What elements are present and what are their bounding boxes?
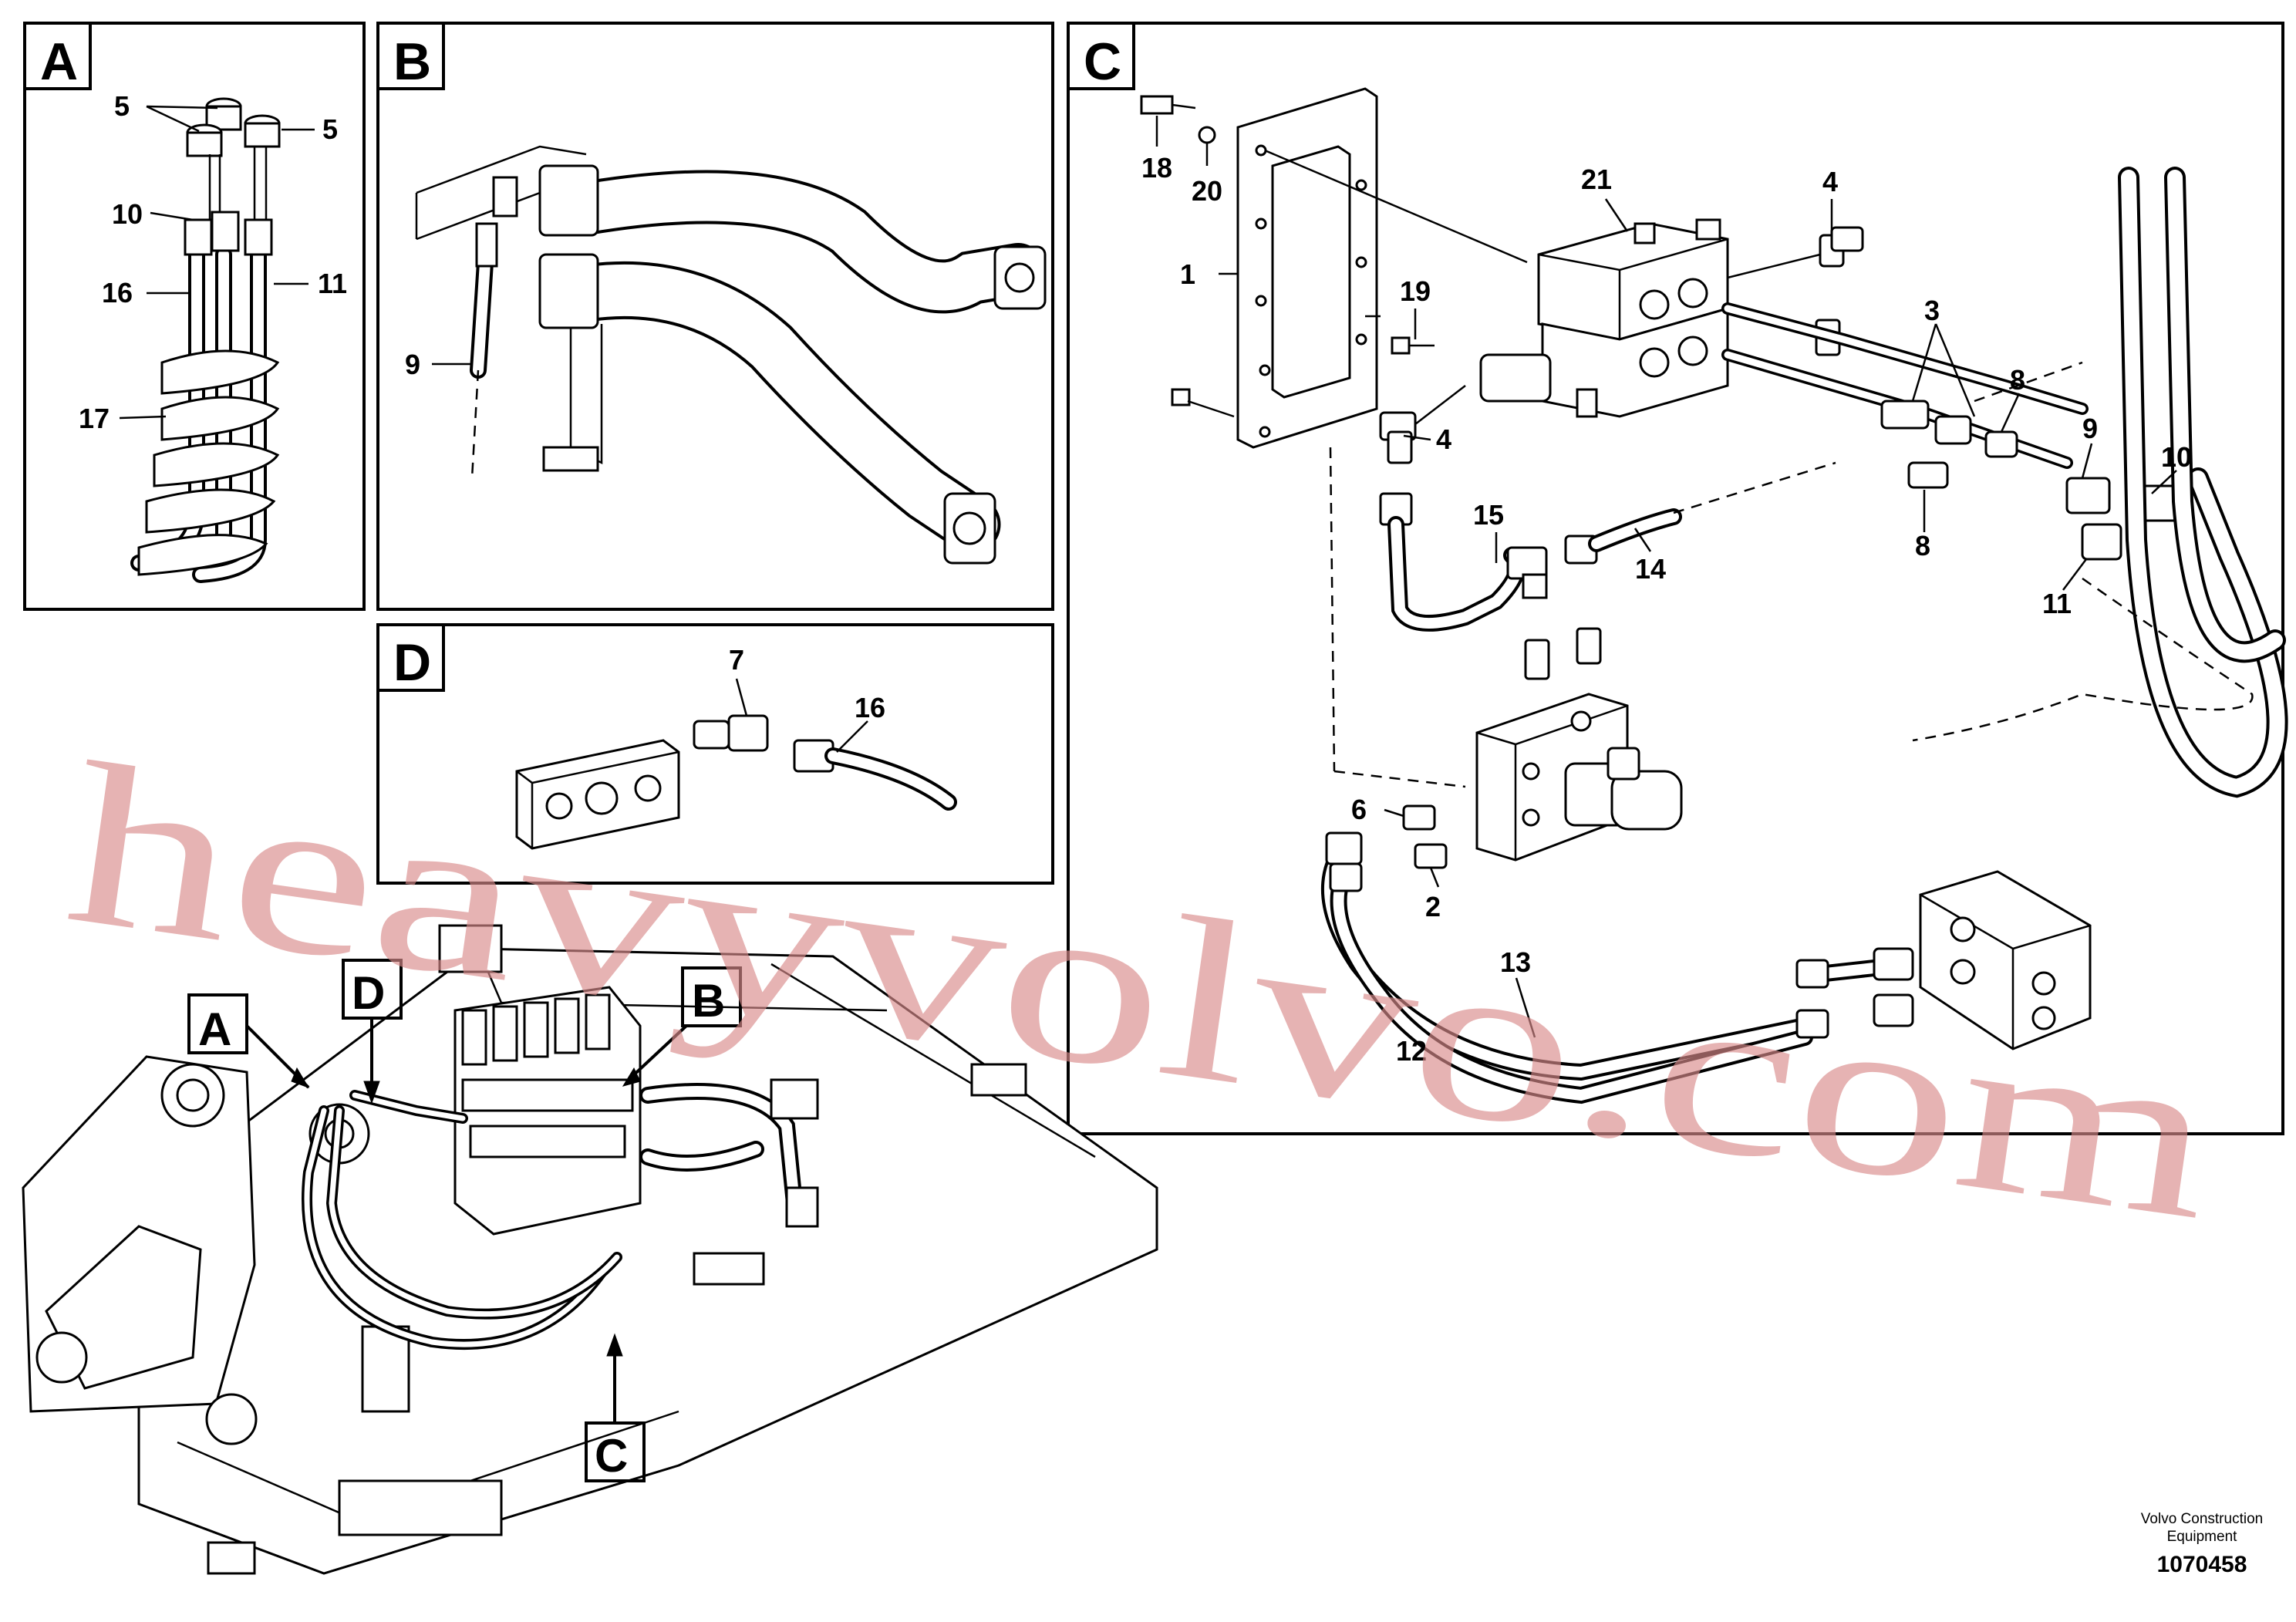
callout-a-16: 16 <box>102 277 133 309</box>
drawing-number: 1070458 <box>2157 1552 2247 1577</box>
overview-valve-stack <box>438 924 642 1236</box>
callout-c-18: 18 <box>1141 152 1172 184</box>
callout-a-5b: 5 <box>322 113 338 145</box>
svg-text:B: B <box>692 975 725 1027</box>
svg-text:C: C <box>595 1430 628 1482</box>
overview-marker-b: B <box>622 966 742 1087</box>
callout-c-4a: 4 <box>1822 166 1838 197</box>
svg-text:A: A <box>198 1003 231 1055</box>
callout-d-7: 7 <box>729 644 744 676</box>
spiral-guard <box>137 349 280 576</box>
callout-c-3: 3 <box>1924 295 1940 326</box>
footer-company-line2: Equipment <box>2167 1529 2238 1545</box>
callout-c-8b: 8 <box>1915 530 1930 561</box>
overview-machine-frame <box>22 924 1158 1575</box>
callout-b-9: 9 <box>405 349 420 380</box>
footer-block: Volvo Construction Equipment 1070458 <box>2141 1511 2263 1577</box>
callout-c-12: 12 <box>1396 1035 1427 1067</box>
callout-c-2: 2 <box>1425 891 1441 922</box>
footer-company-line1: Volvo Construction <box>2141 1511 2263 1527</box>
overview-marker-a: A <box>187 993 310 1089</box>
overview-marker-d: D <box>342 959 403 1104</box>
callout-a-17: 17 <box>79 403 110 434</box>
callout-a-10: 10 <box>112 198 143 230</box>
control-valve-21 <box>1479 218 1729 418</box>
callout-d-16: 16 <box>855 692 885 723</box>
manifold-block-right <box>1873 870 2092 1050</box>
callout-a-5a: 5 <box>114 90 130 122</box>
overview-marker-c: C <box>585 1333 646 1482</box>
callout-c-1: 1 <box>1180 258 1195 290</box>
panel-c: C <box>1067 22 2288 1135</box>
panel-a-caps <box>186 97 281 157</box>
callout-c-20: 20 <box>1192 175 1222 207</box>
callout-c-6: 6 <box>1351 794 1367 825</box>
callout-a-11: 11 <box>318 268 347 299</box>
callout-c-14: 14 <box>1635 553 1666 585</box>
callout-c-15: 15 <box>1473 499 1504 531</box>
manifold-block <box>1475 693 1683 862</box>
callout-c-9: 9 <box>2082 413 2098 444</box>
callout-c-21: 21 <box>1581 164 1612 195</box>
callout-c-11: 11 <box>2042 588 2072 619</box>
callout-c-4b: 4 <box>1436 423 1451 455</box>
svg-text:D: D <box>352 967 385 1019</box>
callout-c-8a: 8 <box>2010 364 2025 396</box>
callout-c-13: 13 <box>1500 946 1531 978</box>
panel-d: D 7 16 <box>376 623 1054 885</box>
callout-c-19: 19 <box>1400 275 1431 307</box>
panel-a-letter: A <box>40 32 78 91</box>
panel-d-letter: D <box>393 633 431 692</box>
panel-a: A <box>23 22 366 611</box>
panel-c-letter: C <box>1084 32 1121 91</box>
callout-c-10: 10 <box>2161 441 2192 473</box>
panel-b-letter: B <box>393 32 431 91</box>
panel-b: B 9 <box>376 22 1054 611</box>
